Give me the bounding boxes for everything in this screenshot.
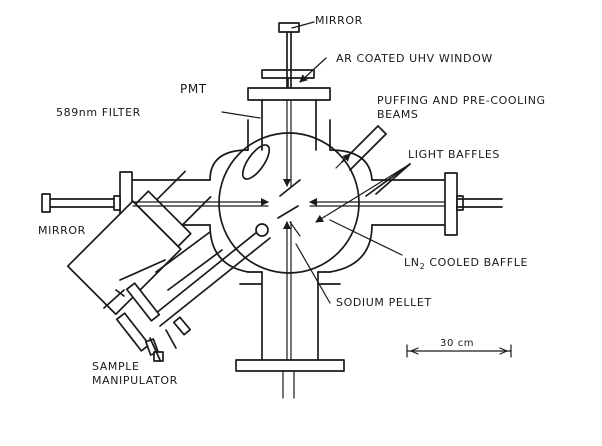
pmt-box — [66, 200, 182, 316]
mirror-top — [278, 22, 300, 33]
label-sample-line1: SAMPLE — [92, 360, 140, 373]
leader-lines — [221, 21, 403, 304]
label-sodium-pellet: SODIUM PELLET — [336, 296, 432, 309]
scale-bar — [406, 344, 512, 358]
label-ln2-cooled-baffle: LN2 COOLED BAFFLE — [404, 256, 528, 271]
pmt-arm — [66, 170, 212, 316]
labels: MIRROR AR COATED UHV WINDOW PMT 589nm FI… — [38, 14, 546, 387]
label-ar-coated-window: AR COATED UHV WINDOW — [336, 52, 493, 65]
label-mirror-left: MIRROR — [38, 224, 86, 237]
label-puffing-beams-line1: PUFFING AND PRE-COOLING — [377, 94, 546, 107]
sample-manipulator — [103, 223, 271, 362]
laser-beams — [132, 99, 446, 361]
top-port — [247, 22, 331, 151]
label-589nm-filter: 589nm FILTER — [56, 106, 141, 119]
label-puffing-beams-line2: BEAMS — [377, 108, 419, 121]
label-sample-line2: MANIPULATOR — [92, 374, 178, 387]
label-scale-bar: 30 cm — [440, 338, 474, 349]
vacuum-chamber — [179, 119, 431, 274]
puffing-beam-tube — [335, 125, 387, 171]
mirror-left — [41, 193, 51, 213]
light-baffles — [241, 144, 411, 223]
label-pmt: PMT — [180, 82, 207, 96]
right-port — [429, 172, 503, 236]
label-mirror-top: MIRROR — [315, 14, 363, 27]
bottom-port — [235, 271, 345, 399]
label-light-baffles: LIGHT BAFFLES — [408, 148, 500, 161]
